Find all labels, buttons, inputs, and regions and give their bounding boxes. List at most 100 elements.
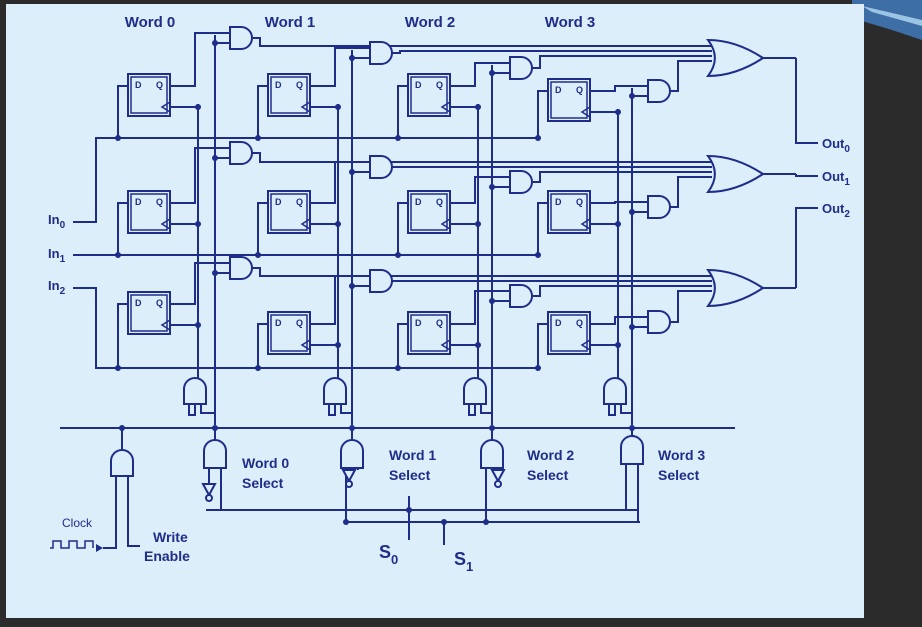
read-and-gate-w3-b1 <box>647 195 671 219</box>
output-out0-label: Out0 <box>822 136 850 155</box>
word-0-select-line2: Select <box>242 475 284 491</box>
read-and-gate-w2-b0 <box>509 56 533 80</box>
junction-dot <box>629 425 635 431</box>
ff-q-wire <box>590 85 648 92</box>
clock-triangle <box>580 106 591 118</box>
flip-flop-inner <box>130 294 168 332</box>
junction-dot <box>395 252 401 258</box>
flip-flop-q-label: Q <box>436 197 443 207</box>
write-and-gate-2 <box>463 377 487 405</box>
junction-dot <box>335 221 341 227</box>
junction-dot <box>335 342 341 348</box>
decoder-and-gate-0 <box>203 439 227 469</box>
ff-q-wire <box>310 275 370 325</box>
ff-q-wire <box>450 176 510 204</box>
flip-flop-q-label: Q <box>156 298 163 308</box>
junction-dot <box>629 209 635 215</box>
read-and-gate-w2-b2 <box>509 284 533 308</box>
junction-dot <box>212 40 218 46</box>
junction-dot <box>115 365 121 371</box>
flip-flop-inner <box>410 314 448 352</box>
junction-dot <box>349 283 355 289</box>
gate-to-or-wire <box>252 267 712 277</box>
junction-dot <box>195 322 201 328</box>
flip-flop-d-label: D <box>135 298 142 308</box>
read-and-gate-w1-b1 <box>369 155 393 179</box>
ff-q-wire <box>310 47 370 87</box>
word-2-select-line1: Word 2 <box>527 447 574 463</box>
read-and-gate-w0-b0 <box>229 26 253 50</box>
ff-q-wire <box>310 161 370 204</box>
clock-triangle <box>160 319 171 331</box>
output-wire-out0 <box>795 58 818 144</box>
word-1-select-line2: Select <box>389 467 431 483</box>
junction-dot <box>489 425 495 431</box>
junction-dot <box>535 365 541 371</box>
word-3-select-line1: Word 3 <box>658 447 705 463</box>
flip-flop-d-label: D <box>415 318 422 328</box>
inverter-dec0-s0 <box>201 483 217 498</box>
select-s0-label: S0 <box>379 542 398 567</box>
junction-dot <box>395 135 401 141</box>
write-enable-line1: Write <box>153 529 188 545</box>
junction-dot <box>615 109 621 115</box>
junction-dot <box>629 93 635 99</box>
flip-flop-inner <box>130 193 168 231</box>
decoder-and-gate-1 <box>340 439 364 469</box>
word-2-label: Word 2 <box>405 14 456 31</box>
flip-flop-w1-b0 <box>267 73 311 117</box>
junction-dot <box>195 104 201 110</box>
output-out1-label: Out1 <box>822 169 850 188</box>
inverter-bubble <box>494 480 502 488</box>
wires <box>60 32 818 549</box>
select-s1-label: S1 <box>454 549 473 574</box>
write-and-gate-3 <box>603 377 627 405</box>
junction-dot <box>255 135 261 141</box>
ff-d-wire <box>397 85 408 138</box>
flip-flop-inner <box>270 76 308 114</box>
flip-flop-w0-b1 <box>127 190 171 234</box>
flip-flop-inner <box>550 81 588 119</box>
junction-dot <box>483 519 489 525</box>
word-0-select-line1: Word 0 <box>242 455 289 471</box>
flip-flop-q-label: Q <box>296 318 303 328</box>
flip-flop-inner <box>550 193 588 231</box>
flip-flop-w3-b0 <box>547 78 591 122</box>
flip-flop-inner <box>550 314 588 352</box>
gate-to-or-wire <box>532 55 712 69</box>
ff-q-wire <box>170 147 230 204</box>
junction-dot <box>115 135 121 141</box>
flip-flop-d-label: D <box>275 80 282 90</box>
word-1-label: Word 1 <box>265 14 316 31</box>
clock-input-wire <box>103 476 117 549</box>
junction-dot <box>349 425 355 431</box>
clock-label: Clock <box>62 516 93 530</box>
flip-flop-w0-b2 <box>127 291 171 335</box>
clock-triangle <box>440 339 451 351</box>
junction-dot <box>629 324 635 330</box>
flip-flop-inner <box>130 76 168 114</box>
ff-d-wire <box>117 85 128 138</box>
gate-to-or-wire <box>532 171 712 183</box>
flip-flop-d-label: D <box>555 318 562 328</box>
input-in0-label: In0 <box>48 212 66 231</box>
flip-flop-q-label: Q <box>156 197 163 207</box>
read-and-gate-w2-b1 <box>509 170 533 194</box>
junction-dot <box>489 184 495 190</box>
clock-triangle <box>580 218 591 230</box>
junction-dot <box>441 519 447 525</box>
gate-to-or-wire <box>392 50 712 54</box>
flip-flop-q-label: Q <box>436 318 443 328</box>
ff-d-wire <box>397 202 408 255</box>
clock-triangle <box>440 218 451 230</box>
read-and-gate-w3-b2 <box>647 310 671 334</box>
clock-arrow-icon <box>96 544 103 552</box>
gate-to-or-wire <box>670 290 712 323</box>
ff-d-wire <box>117 303 128 368</box>
write-and-select <box>340 404 352 414</box>
junction-dot <box>119 425 125 431</box>
junction-dot <box>475 104 481 110</box>
clock-triangle <box>440 101 451 113</box>
